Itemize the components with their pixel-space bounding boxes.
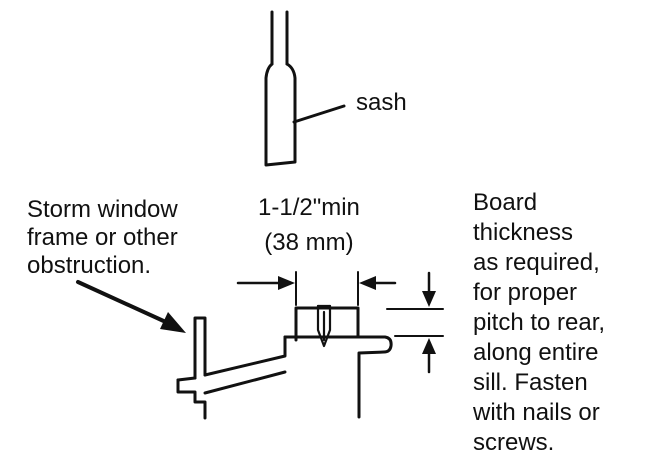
board-note-line: as required, (473, 249, 600, 276)
screw (316, 304, 332, 348)
width-dimension-metric: (38 mm) (264, 229, 354, 256)
obstruction-label-line: frame or other (27, 224, 178, 251)
sloped-sill (203, 335, 393, 419)
storm-window-frame (176, 316, 207, 420)
board-thickness-note: Board thickness as required, for proper … (473, 188, 605, 458)
board-note-line: pitch to rear, (473, 309, 606, 336)
obstruction-label-line: Storm window (27, 196, 178, 223)
board-note-line: screws. (473, 429, 555, 456)
board-note-line: sill. Fasten (473, 369, 588, 396)
obstruction-label: Storm window frame or other obstruction. (27, 196, 178, 280)
obstruction-label-line: obstruction. (27, 252, 152, 279)
obstruction-pointer-line (76, 280, 170, 325)
board-note-line: with nails or (473, 399, 600, 426)
width-dimension-imperial: 1-1/2"min (258, 194, 360, 221)
width-arrowhead-right (359, 276, 376, 290)
width-dimension-label: 1-1/2"min (38 mm) (258, 190, 360, 260)
obstruction-arrowhead (160, 312, 186, 333)
sash-drawing (264, 10, 297, 167)
board-note-line: thickness (473, 219, 574, 246)
sash-leader-line (292, 104, 346, 124)
board-note-line: for proper (473, 279, 578, 306)
board-block (294, 306, 360, 339)
thickness-arrowhead-bottom (422, 338, 436, 354)
sash-label: sash (356, 89, 407, 116)
board-note-line: along entire (473, 339, 599, 366)
board-note-line: Board (473, 189, 538, 216)
thickness-arrowhead-top (422, 291, 436, 307)
width-arrowhead-left (278, 276, 295, 290)
